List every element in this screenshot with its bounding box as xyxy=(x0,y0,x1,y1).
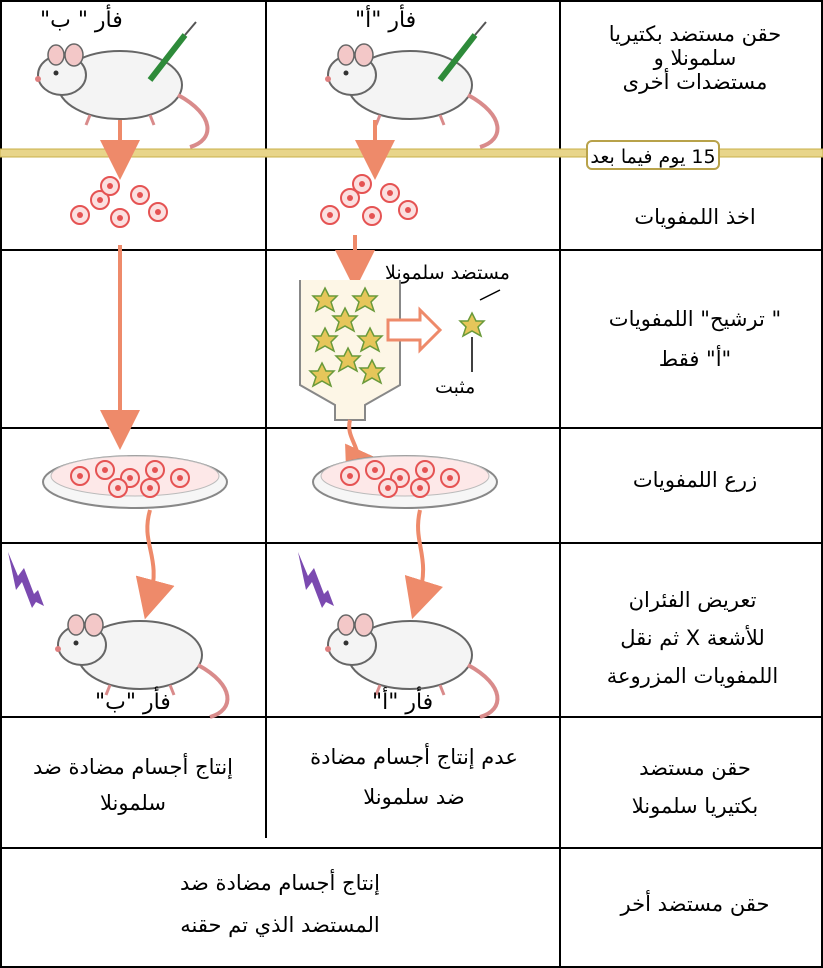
step-irradiate: تعريض الفئران للأشعة X ثم نقل اللمفويات … xyxy=(570,582,815,695)
mouse-a-top-label: فأر "أ" xyxy=(355,8,416,33)
delay-badge: 15 يوم فيما بعد xyxy=(586,140,720,170)
step-inject-salmonella: حقن مستضد بكتيريا سلمونلا xyxy=(575,750,815,826)
step-culture: زرع اللمفويات xyxy=(575,468,815,492)
salmonella-antigen-icon xyxy=(460,313,484,336)
mouse-b-top-label: فأر " ب" xyxy=(40,8,123,33)
petri-dish-b xyxy=(43,456,227,508)
lymphocytes-b xyxy=(71,177,167,227)
lightning-a-icon xyxy=(298,552,334,608)
petri-dish-a xyxy=(313,456,497,508)
lightning-b-icon xyxy=(8,552,44,608)
step-filter: " ترشيح" اللمفويات "أ" فقط xyxy=(575,300,815,380)
result-b-salmonella: إنتاج أجسام مضادة ضد سلمونلا xyxy=(4,750,262,821)
mouse-b-bottom-label: فأر "ب" xyxy=(95,690,171,715)
lymphocytes-a xyxy=(321,175,417,225)
salmonella-antigen-label: مستضد سلمونلا xyxy=(385,262,510,284)
mouse-a-top xyxy=(325,44,497,147)
step-inject: حقن مستضد بكتيريا سلمونلا و مستضدات أخرى xyxy=(575,22,815,94)
filter-column xyxy=(300,280,400,420)
step-collect: اخذ اللمفويات xyxy=(575,205,815,229)
result-other-antigen: إنتاج أجسام مضادة ضد المستضد الذي تم حقن… xyxy=(60,862,500,946)
fixed-label: مثبت xyxy=(435,376,475,398)
result-a-salmonella: عدم إنتاج أجسام مضادة ضد سلمونلا xyxy=(270,738,558,818)
step-inject-other: حقن مستضد أخر xyxy=(575,892,815,916)
mouse-a-bottom-label: فأر "أ" xyxy=(372,690,433,715)
